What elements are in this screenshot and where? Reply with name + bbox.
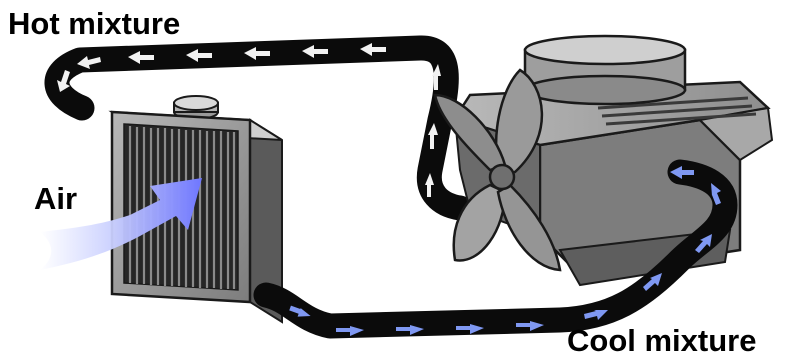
air-cleaner (525, 36, 685, 104)
air-label: Air (34, 183, 77, 214)
hot-mixture-label: Hot mixture (8, 8, 180, 39)
cool-mixture-label: Cool mixture (567, 325, 756, 356)
